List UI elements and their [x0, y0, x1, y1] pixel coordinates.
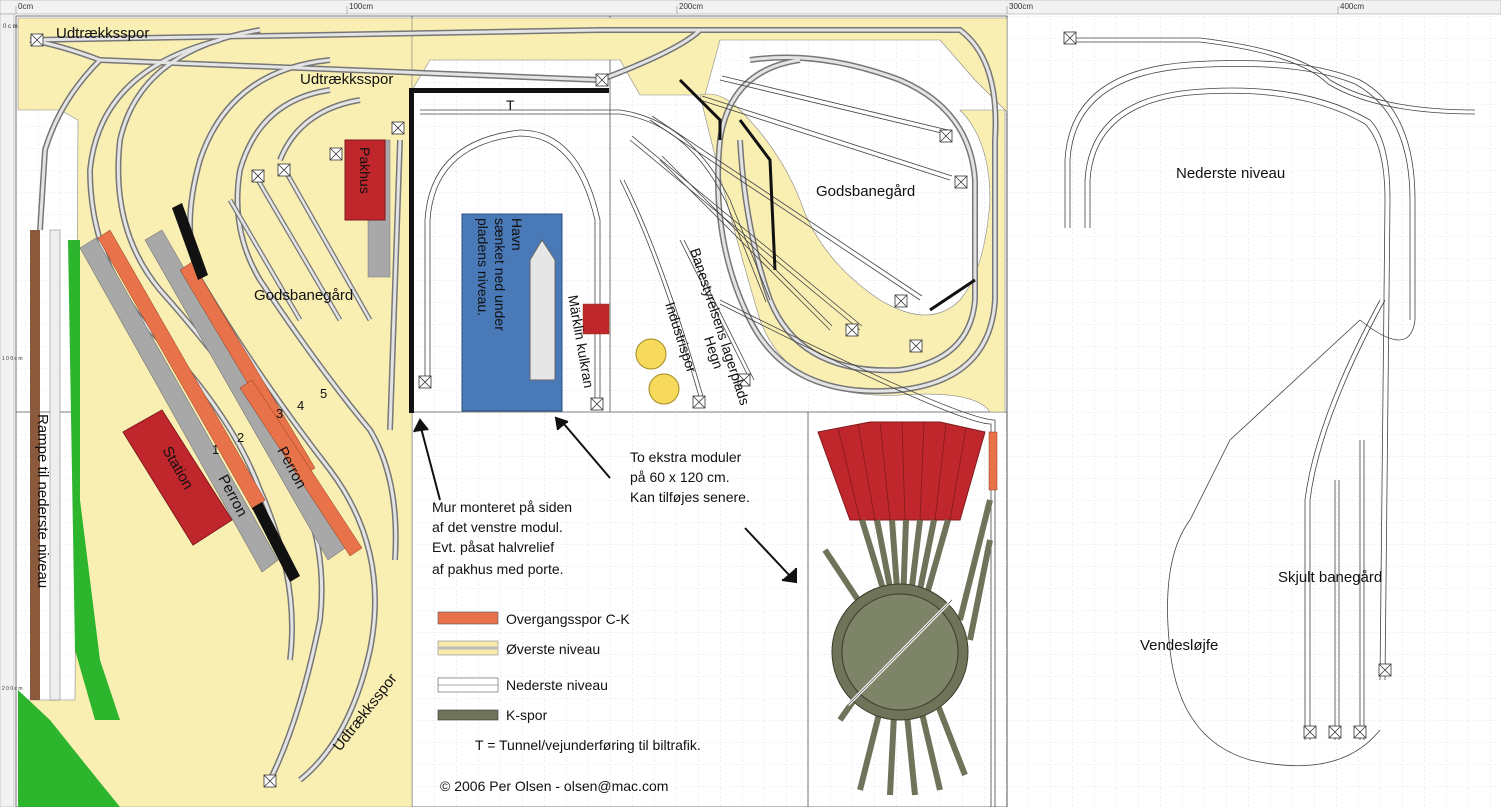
label-godsbane-right: Godsbanegård — [816, 183, 915, 200]
label-nederste-niveau: Nederste niveau — [1176, 165, 1285, 182]
label-udtraek-2: Udtrækksspor — [300, 71, 393, 88]
note-ekstra-2: på 60 x 120 cm. — [630, 469, 730, 485]
ruler-left: 0 c m 1 0 0 c m 2 0 0 c m — [0, 13, 23, 807]
label-havn-2: sænket ned under — [492, 218, 508, 331]
plan-labels: Udtrækksspor Udtrækksspor Udtrækksspor T… — [34, 25, 1382, 754]
label-havn-3: pladens niveau. — [475, 218, 491, 316]
pakhus-front — [344, 139, 386, 221]
ruler-tick-400: 400cm — [1340, 2, 1364, 11]
note-mur-3: Evt. påsat halvrelief — [432, 539, 554, 555]
note-ekstra-3: Kan tilføjes senere. — [630, 489, 750, 505]
label-tunnel-t: T — [506, 97, 515, 113]
annotation-arrows — [413, 416, 797, 584]
notes: Mur monteret på siden af det venstre mod… — [432, 449, 750, 794]
label-track-4: 4 — [297, 398, 304, 413]
label-havn-1: Havn — [509, 218, 525, 251]
note-mur-4: af pakhus med porte. — [432, 561, 564, 577]
station-building — [122, 409, 233, 546]
legend: Overgangsspor C-K Øverste niveau Nederst… — [437, 611, 701, 753]
label-track-3: 3 — [276, 406, 283, 421]
lower-level-tracks — [420, 37, 1476, 807]
label-rampe: Rampe til nederste niveau — [34, 414, 51, 588]
grass-corner — [18, 690, 120, 807]
ruler-left-200: 2 0 0 c m — [2, 686, 23, 692]
legend-label-kspor: K-spor — [506, 707, 548, 723]
ruler-tick-0: 0cm — [18, 2, 33, 11]
ruler-left-100: 1 0 0 c m — [2, 356, 23, 362]
legend-label-nederste: Nederste niveau — [506, 677, 608, 693]
ruler-top: 0cm 100cm 200cm 300cm 400cm — [0, 0, 1501, 15]
label-track-1: 1 — [212, 442, 219, 457]
label-pakhus: Pakhus — [357, 147, 373, 194]
label-vendesloejfe: Vendesløjfe — [1140, 637, 1218, 654]
legend-swatch-overgang — [437, 611, 499, 625]
note-mur-1: Mur monteret på siden — [432, 499, 572, 515]
label-skjult: Skjult banegård — [1278, 569, 1382, 586]
turntable-area — [817, 421, 993, 796]
legend-label-overgang: Overgangsspor C-K — [506, 611, 630, 627]
label-track-2: 2 — [237, 430, 244, 445]
legend-tunnel-note: T = Tunnel/vejunderføring til biltrafik. — [475, 737, 701, 753]
legend-swatch-kspor — [437, 709, 499, 721]
label-track-5: 5 — [320, 386, 327, 401]
label-udtraek-1: Udtrækksspor — [56, 25, 149, 42]
buffer-stops — [30, 31, 1392, 788]
tank-2 — [648, 373, 680, 405]
ramp-lower-track — [49, 229, 61, 701]
upper-level-tracks — [29, 27, 999, 783]
note-ekstra-1: To ekstra moduler — [630, 449, 742, 465]
label-godsbane-left: Godsbanegård — [254, 287, 353, 304]
grass-strip — [68, 240, 120, 720]
black-blocks — [172, 88, 609, 582]
tank-1 — [635, 338, 667, 370]
ruler-tick-200: 200cm — [679, 2, 703, 11]
note-mur-2: af det venstre modul. — [432, 519, 563, 535]
ramp-track — [30, 230, 40, 700]
copyright: © 2006 Per Olsen - olsen@mac.com — [440, 778, 668, 794]
legend-label-overste: Øverste niveau — [506, 641, 600, 657]
ruler-left-0: 0 c m — [3, 24, 18, 30]
ruler-tick-300: 300cm — [1009, 2, 1033, 11]
fence-lines — [678, 78, 976, 312]
ruler-tick-100: 100cm — [349, 2, 373, 11]
transition-tracks — [97, 229, 998, 557]
ship — [529, 239, 556, 381]
